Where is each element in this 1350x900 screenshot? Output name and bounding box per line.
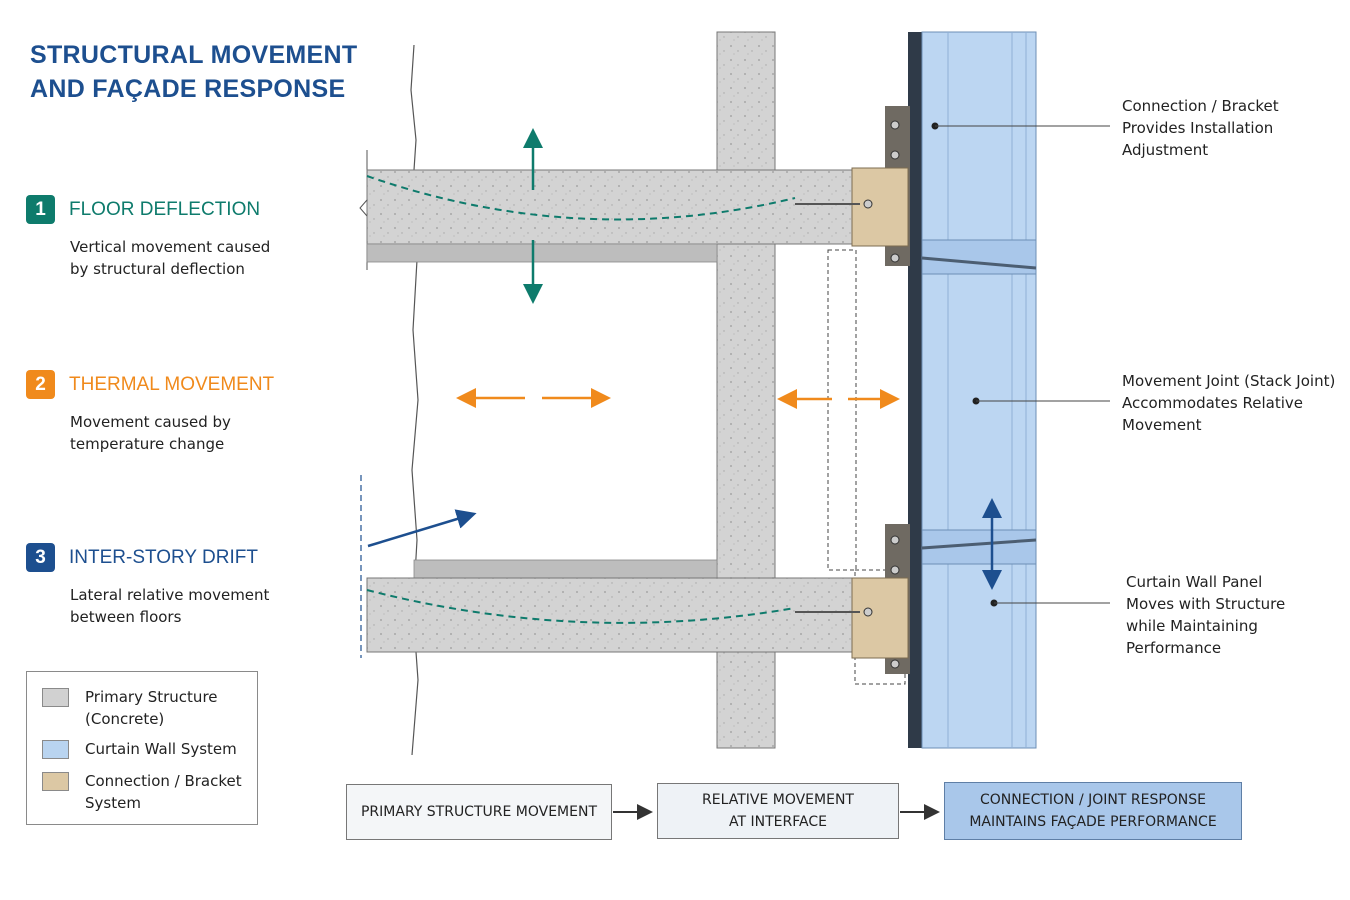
lower-deflection-curve <box>366 589 796 624</box>
callout-line: Provides Installation <box>1122 119 1274 137</box>
legend-item-concrete: Primary Structure (Concrete) <box>42 686 255 730</box>
flow-box-label: PRIMARY STRUCTURE MOVEMENT <box>360 804 598 820</box>
callout-line: Accommodates Relative <box>1122 394 1303 412</box>
callout-line: Connection / Bracket <box>1122 97 1279 115</box>
item-thermal-movement: 2 THERMAL MOVEMENT Movement caused by te… <box>26 370 316 455</box>
flow-box-label: AT INTERFACE <box>729 814 827 830</box>
item-desc-line: Vertical movement caused <box>70 238 271 256</box>
legend-swatch <box>42 688 69 707</box>
legend-label: Curtain Wall System <box>85 738 255 760</box>
callout-line: Curtain Wall Panel <box>1126 573 1263 591</box>
callout-line: Movement <box>1122 416 1202 434</box>
page-title: STRUCTURAL MOVEMENT AND FAÇADE RESPONSE <box>30 38 357 106</box>
upper-slab <box>366 169 853 245</box>
item-desc-line: temperature change <box>70 435 225 453</box>
lower-slab <box>366 577 853 653</box>
callout-curtain-wall-panel: Curtain Wall Panel Moves with Structure … <box>1126 571 1350 659</box>
upper-deflection-curve <box>366 175 796 221</box>
item-title: INTER-STORY DRIFT <box>69 546 258 568</box>
legend-item-curtain-wall: Curtain Wall System <box>42 738 255 760</box>
item-number-badge: 2 <box>26 370 55 399</box>
item-number-badge: 3 <box>26 543 55 572</box>
legend-swatch <box>42 772 69 791</box>
legend-label-line: Curtain Wall System <box>85 740 237 758</box>
item-description: Movement caused by temperature change <box>70 411 310 455</box>
legend: Primary Structure (Concrete) Curtain Wal… <box>26 671 258 825</box>
legend-label-line: (Concrete) <box>85 710 165 728</box>
callout-line: while Maintaining <box>1126 617 1258 635</box>
title-line-1: STRUCTURAL MOVEMENT <box>30 41 358 69</box>
lower-bracket <box>795 524 910 674</box>
flow-box-relative-movement: RELATIVE MOVEMENT AT INTERFACE <box>657 783 899 839</box>
item-number-badge: 1 <box>26 195 55 224</box>
item-title: THERMAL MOVEMENT <box>69 373 275 395</box>
callout-line: Performance <box>1126 639 1222 657</box>
drift-arrow <box>367 509 477 548</box>
item-description: Vertical movement caused by structural d… <box>70 236 310 280</box>
legend-label-line: Primary Structure <box>85 688 218 706</box>
item-floor-deflection: 1 FLOOR DEFLECTION Vertical movement cau… <box>26 195 316 280</box>
callout-connection-bracket: Connection / Bracket Provides Installati… <box>1122 95 1350 161</box>
item-desc-line: Movement caused by <box>70 413 231 431</box>
item-desc-line: by structural deflection <box>70 260 245 278</box>
item-inter-story-drift: 3 INTER-STORY DRIFT Lateral relative mov… <box>26 543 316 628</box>
legend-label-line: Connection / Bracket <box>85 772 242 790</box>
item-desc-line: between floors <box>70 608 182 626</box>
legend-label: Primary Structure (Concrete) <box>85 686 255 730</box>
upper-bracket <box>795 106 910 266</box>
callout-line: Moves with Structure <box>1126 595 1286 613</box>
title-line-2: AND FAÇADE RESPONSE <box>30 75 346 103</box>
item-description: Lateral relative movement between floors <box>70 584 310 628</box>
legend-swatch <box>42 740 69 759</box>
item-desc-line: Lateral relative movement <box>70 586 270 604</box>
flow-box-connection-response: CONNECTION / JOINT RESPONSE MAINTAINS FA… <box>944 782 1242 840</box>
legend-label: Connection / Bracket System <box>85 770 255 814</box>
item-title: FLOOR DEFLECTION <box>69 198 261 220</box>
flow-box-label: MAINTAINS FAÇADE PERFORMANCE <box>969 814 1217 830</box>
curtain-wall-glass <box>921 31 1037 749</box>
legend-label-line: System <box>85 794 141 812</box>
flow-box-label: RELATIVE MOVEMENT <box>702 792 854 808</box>
legend-item-bracket: Connection / Bracket System <box>42 770 255 814</box>
callout-line: Adjustment <box>1122 141 1209 159</box>
callout-movement-joint: Movement Joint (Stack Joint) Accommodate… <box>1122 370 1350 436</box>
callout-line: Movement Joint (Stack Joint) <box>1122 372 1336 390</box>
curtain-wall-mullion <box>908 32 922 748</box>
flow-box-label: CONNECTION / JOINT RESPONSE <box>979 792 1207 808</box>
flow-box-primary-structure: PRIMARY STRUCTURE MOVEMENT <box>346 784 612 840</box>
